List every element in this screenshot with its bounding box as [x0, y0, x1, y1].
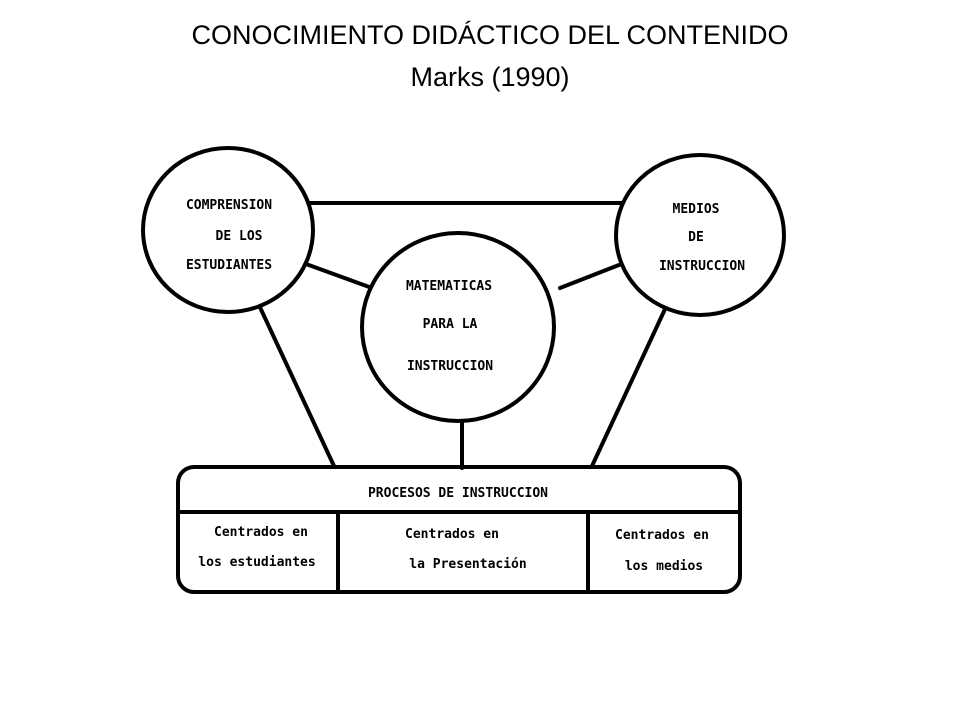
connector-students-processes: [256, 301, 336, 468]
node-math: MATEMATICAS PARA LA INSTRUCCION: [406, 279, 493, 374]
node-math-circle: [360, 231, 556, 423]
process-cell-students-line-2: los estudiantes: [198, 555, 315, 570]
connector-math-media: [558, 261, 626, 290]
process-cell-students: Centrados en los estudiantes: [198, 525, 315, 570]
node-students: COMPRENSION DE LOS ESTUDIANTES: [186, 198, 272, 273]
page-subtitle: Marks (1990): [410, 62, 570, 92]
node-media-line-1: MEDIOS: [673, 202, 720, 217]
process-cell-students-line-1: Centrados en: [214, 525, 308, 540]
node-media-line-2: DE: [688, 230, 704, 245]
node-math-line-2: PARA LA: [423, 317, 478, 332]
node-math-line-1: MATEMATICAS: [406, 279, 492, 294]
process-cell-presentation: Centrados en la Presentación: [405, 527, 527, 572]
connector-students-math: [304, 262, 374, 290]
process-cell-media-line-2: los medios: [625, 559, 703, 574]
processes-title: PROCESOS DE INSTRUCCION: [368, 486, 548, 501]
node-math-line-3: INSTRUCCION: [407, 359, 493, 374]
node-students-line-2: DE LOS: [216, 229, 263, 244]
process-cell-media: Centrados en los medios: [615, 528, 709, 574]
node-media-line-3: INSTRUCCION: [659, 259, 745, 274]
process-cell-presentation-line-2: la Presentación: [409, 557, 526, 572]
processes-box: [176, 465, 742, 594]
connector-media-processes: [590, 305, 668, 468]
node-students-circle: [141, 146, 315, 314]
process-cell-presentation-line-1: Centrados en: [405, 527, 499, 542]
node-media: MEDIOS DE INSTRUCCION: [659, 202, 745, 274]
page-title: CONOCIMIENTO DIDÁCTICO DEL CONTENIDO: [191, 20, 789, 50]
process-cell-media-line-1: Centrados en: [615, 528, 709, 543]
node-students-line-1: COMPRENSION: [186, 198, 272, 213]
node-students-line-3: ESTUDIANTES: [186, 258, 272, 273]
node-media-circle: [614, 153, 786, 317]
